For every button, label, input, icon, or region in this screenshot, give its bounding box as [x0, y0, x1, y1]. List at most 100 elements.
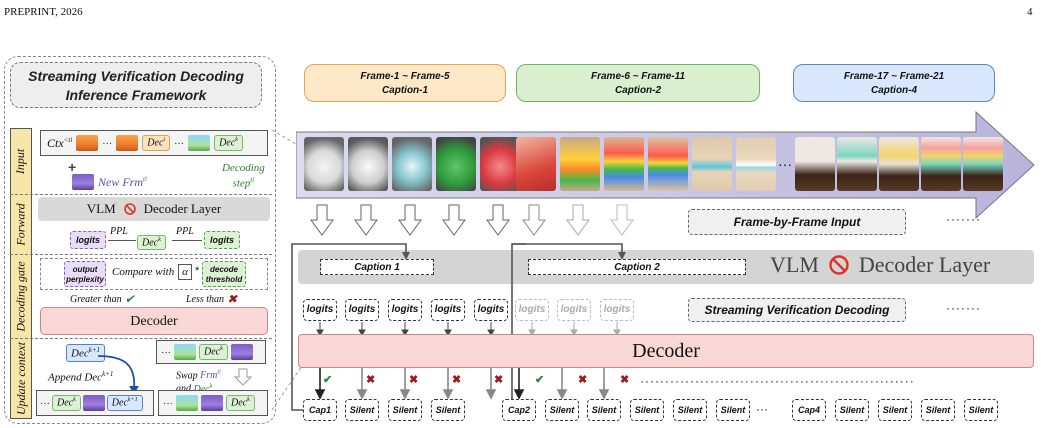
video-frame-9 — [648, 137, 688, 191]
multiply-sign: * — [195, 265, 200, 277]
output-silent: Silent — [630, 399, 664, 421]
video-frame-21 — [963, 137, 1003, 191]
dec-k-badge: Deck — [137, 232, 166, 250]
video-frame-6 — [516, 137, 556, 191]
caption-feedback-line-2 — [512, 243, 626, 260]
video-frame-1 — [304, 137, 344, 191]
cross-icon: ✖ — [227, 292, 238, 306]
cross-icon: ✖ — [620, 374, 630, 386]
context-appended: ··· Deck Deck+1 — [36, 390, 154, 416]
decode-threshold-box: decode threshold — [202, 261, 246, 287]
cross-icon: ✖ — [409, 374, 419, 386]
down-arrow-icon — [486, 204, 510, 236]
stage-forward: Forward — [13, 202, 28, 246]
decoder-block: Decoder — [40, 307, 268, 335]
video-frame-3 — [392, 137, 432, 191]
gate-frame — [40, 258, 268, 290]
video-frame-19 — [879, 137, 919, 191]
frame-thumbnail-icon — [174, 344, 196, 360]
dec-k1-badge: Deck+1 — [66, 344, 106, 362]
output-silent: Silent — [545, 399, 579, 421]
decoded-caption-badge: Deck — [214, 135, 243, 151]
logits-box: logits — [557, 299, 591, 321]
down-arrow-icon — [442, 204, 466, 236]
streaming-verification-label: Streaming Verification Decoding — [688, 298, 906, 322]
ppl-left-label: PPL — [110, 226, 128, 237]
connector-line — [172, 240, 202, 241]
cross-icon: ✖ — [452, 374, 462, 386]
down-arrow-icon — [354, 204, 378, 236]
check-icon: ✔ — [323, 374, 333, 386]
output-silent: Silent — [388, 399, 422, 421]
new-frame-icon — [82, 395, 105, 411]
output-silent: Silent — [921, 399, 955, 421]
output-silent: Silent — [716, 399, 750, 421]
plus-sign: + — [68, 159, 77, 175]
output-perplexity-box: output perplexity — [64, 261, 106, 287]
context-swapped: ··· Deck — [158, 390, 268, 416]
logits-box: logits — [303, 299, 337, 321]
no-sign-icon — [123, 203, 136, 215]
video-frame-4 — [436, 137, 476, 191]
new-frame-icon — [201, 395, 223, 411]
stage-divider — [10, 194, 272, 195]
down-arrow-icon — [398, 204, 422, 236]
down-arrow-icon — [566, 204, 590, 236]
video-frame-10 — [692, 137, 732, 191]
video-frame-17 — [795, 137, 835, 191]
output-silent: Silent — [345, 399, 379, 421]
output-ellipsis: ··· — [756, 402, 768, 416]
caption-slot-1: Caption 1 — [320, 259, 434, 275]
less-than-label: Less than✖ — [186, 292, 238, 306]
no-sign-icon — [829, 255, 849, 275]
output-silent: Silent — [835, 399, 869, 421]
new-frame-icon — [230, 344, 253, 360]
video-frame-7 — [560, 137, 600, 191]
decoded-caption-badge: Deci — [142, 135, 171, 151]
context-before-swap: ··· Deck — [156, 340, 266, 364]
append-label: Append Deck+1 — [48, 370, 114, 384]
frame-thumbnail-icon — [76, 135, 99, 151]
video-frame-11 — [736, 137, 776, 191]
check-icon: ✔ — [535, 374, 545, 386]
output-long-ellipsis: ········································… — [640, 374, 915, 388]
frame-ellipsis: ··· — [778, 156, 792, 172]
greater-than-label: Greater than✔ — [70, 292, 135, 306]
video-frame-5 — [480, 137, 520, 191]
logits-box: logits — [474, 299, 508, 321]
video-frame-8 — [604, 137, 644, 191]
caption-slot-2: Caption 2 — [528, 259, 746, 275]
stage-divider — [10, 338, 272, 339]
down-arrow-icon — [234, 368, 252, 386]
running-header: PREPRINT, 2026 — [4, 6, 83, 18]
output-silent: Silent — [673, 399, 707, 421]
logits-box: logits — [431, 299, 465, 321]
logits-left: logits — [70, 231, 106, 249]
output-caption: Cap1 — [303, 399, 337, 421]
output-silent: Silent — [964, 399, 998, 421]
frame-thumbnail-icon — [116, 135, 139, 151]
decoder-bar: Decoder — [298, 334, 1034, 368]
output-silent: Silent — [587, 399, 621, 421]
output-silent: Silent — [878, 399, 912, 421]
logit-arrows — [316, 322, 621, 336]
compare-with-label: Compare with — [112, 266, 175, 278]
frame-thumbnail-icon — [188, 135, 211, 151]
new-frame-icon — [72, 174, 94, 190]
cross-icon: ✖ — [578, 374, 588, 386]
logits-box: logits — [600, 299, 634, 321]
logits-box: logits — [345, 299, 379, 321]
down-arrow-icon — [610, 204, 634, 236]
check-icon: ✔ — [124, 292, 135, 306]
decoding-step-label: Decoding stepti — [222, 162, 265, 190]
down-arrow-icon — [522, 204, 546, 236]
stage-input: Input — [13, 148, 28, 174]
stage-column — [10, 128, 32, 419]
logits-right: logits — [204, 231, 240, 249]
frame-thumbnail-icon — [176, 395, 198, 411]
swap-label: Swap Frmti and Deck — [176, 370, 221, 395]
stage-decoding-gate: Decoding gate — [13, 260, 28, 332]
output-caption: Cap4 — [792, 399, 826, 421]
